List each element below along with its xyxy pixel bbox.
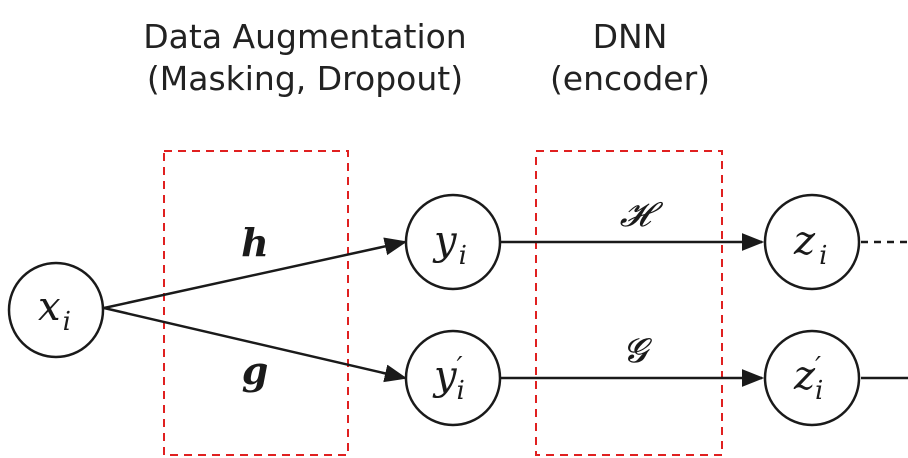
edge-x-to-y (103, 237, 408, 310)
node-y (404, 193, 502, 291)
edge-x-to-y-prime (103, 306, 408, 383)
edge-label-G: 𝓖 (623, 331, 652, 371)
edge-label-H: 𝓗 (620, 195, 664, 235)
node-y-sub: i (459, 241, 467, 271)
node-z-prime (763, 329, 861, 427)
node-y-label: yi (432, 218, 467, 271)
node-z-prime-base: z (793, 353, 816, 399)
node-z-prime-label: z′i (793, 352, 823, 406)
node-z-base: z (793, 218, 816, 264)
node-z-sub: i (819, 241, 827, 271)
dnn-title: DNN (592, 17, 668, 56)
augmentation-header: Data Augmentation (Masking, Dropout) (100, 16, 510, 100)
edge-label-h: h (241, 220, 269, 265)
augmentation-title: Data Augmentation (143, 17, 467, 56)
node-x-sub: i (63, 307, 71, 337)
node-y-prime-label: y′i (432, 352, 465, 406)
node-y-base: y (432, 218, 458, 264)
dnn-header: DNN (encoder) (520, 16, 740, 100)
node-z (763, 193, 861, 291)
node-y-prime-sub: i (457, 376, 465, 406)
encoder-box (535, 150, 723, 456)
dnn-subtitle: (encoder) (549, 59, 711, 98)
node-y-prime-mark: ′ (457, 352, 463, 382)
node-x-base: x (38, 284, 61, 330)
node-z-prime-sub: i (815, 376, 823, 406)
node-z-prime-mark: ′ (815, 352, 821, 382)
augmentation-subtitle: (Masking, Dropout) (146, 59, 464, 98)
augmentation-box (163, 150, 349, 456)
node-x (7, 261, 105, 359)
node-y-prime-base: y (432, 353, 458, 399)
edge-label-g: g (242, 348, 269, 393)
node-y-prime (404, 329, 502, 427)
node-x-label: xi (38, 284, 71, 337)
